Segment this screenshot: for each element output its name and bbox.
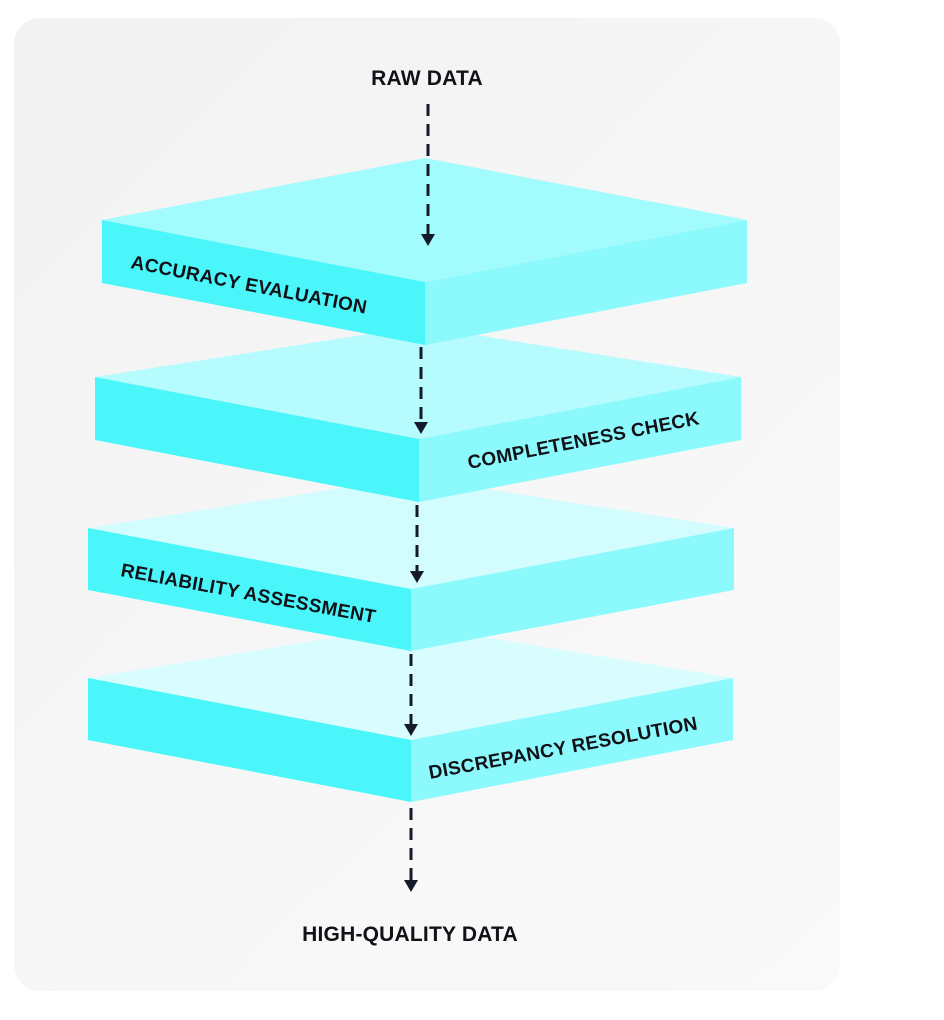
layer-1-left-face: [102, 220, 425, 345]
layer-completeness-check: [95, 326, 741, 502]
input-label: RAW DATA: [371, 67, 483, 90]
flow-arrow-1: [421, 104, 435, 246]
arrow-head-3: [410, 571, 424, 583]
flow-arrow-4: [404, 654, 418, 736]
flow-arrow-2: [414, 347, 428, 434]
layer-1-right-face: [425, 220, 747, 345]
layer-discrepancy-resolution: [88, 625, 733, 802]
arrow-head-5: [404, 880, 418, 892]
layer-4-right-face: [411, 678, 733, 802]
layer-2-left-face: [95, 377, 419, 502]
layer-accuracy-evaluation: [102, 158, 747, 345]
layer-reliability-assessment: [88, 477, 734, 651]
layer-3-top-face: [88, 477, 734, 589]
layer-2-top-face: [95, 326, 741, 439]
layer-1-top-face: [102, 158, 747, 282]
arrow-head-1: [421, 234, 435, 246]
flow-arrow-3: [410, 505, 424, 583]
layer-3-left-face: [88, 528, 411, 651]
layer-4-left-face: [88, 678, 411, 802]
layer-2-right-face: [419, 377, 741, 502]
flow-arrow-5: [404, 808, 418, 892]
layer-3-right-face: [411, 528, 734, 651]
arrow-head-2: [414, 422, 428, 434]
arrow-head-4: [404, 724, 418, 736]
output-label: HIGH-QUALITY DATA: [302, 923, 518, 946]
